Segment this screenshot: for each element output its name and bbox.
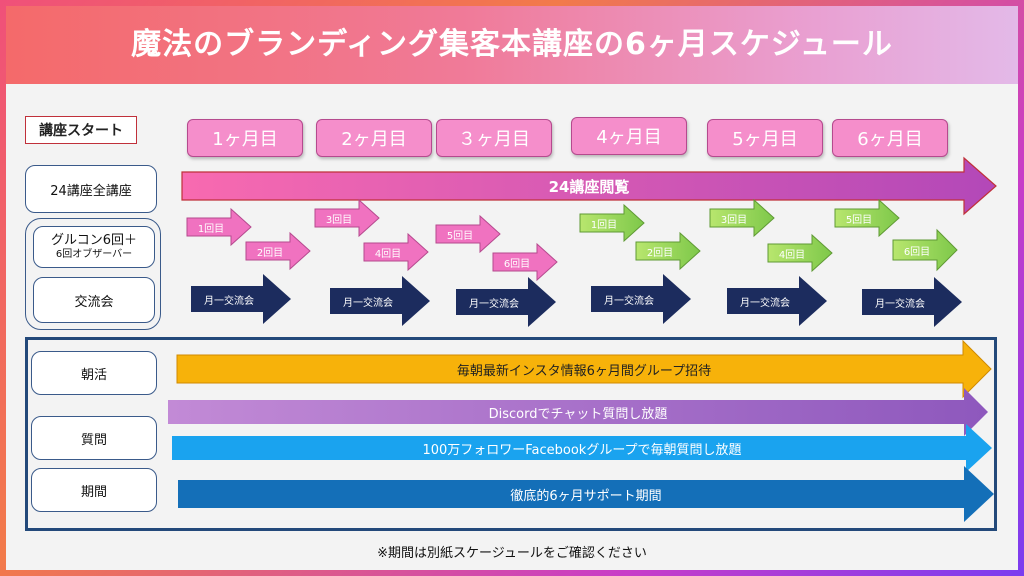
exchange-label: 月一交流会 — [343, 297, 393, 309]
exchange-label: 月一交流会 — [604, 295, 654, 307]
session-arrow-4: 4回目 — [363, 232, 429, 272]
session-label: 4回目 — [374, 248, 402, 260]
lectures-arrow-label: 24講座閲覧 — [548, 177, 630, 196]
session-arrow-10: 4回目 — [767, 233, 833, 273]
discord-arrow: Discordでチャット質問し放題 — [168, 388, 988, 436]
morning-arrow-label: 毎朝最新インスタ情報6ヶ月間グループ招待 — [456, 363, 712, 379]
session-arrow-6: 6回目 — [492, 242, 558, 282]
month-6: 6ヶ月目 — [832, 119, 948, 157]
month-5: 5ヶ月目 — [707, 119, 823, 157]
session-arrow-8: 2回目 — [635, 231, 701, 271]
support-arrow-label: 徹底的6ヶ月サポート期間 — [510, 488, 662, 504]
session-arrow-12: 6回目 — [892, 228, 958, 272]
exchange-arrow-2: 月一交流会 — [330, 276, 430, 326]
facebook-arrow-label: 100万フォロワーFacebookグループで毎朝質問し放題 — [422, 442, 742, 458]
month-3: ３ヶ月目 — [436, 119, 552, 157]
row-label-group-consultation: グルコン6回＋ 6回オブザーバー — [33, 226, 155, 268]
exchange-label: 月一交流会 — [875, 298, 925, 310]
session-arrow-1: 1回目 — [186, 207, 252, 247]
exchange-arrow-4: 月一交流会 — [591, 274, 691, 324]
exchange-arrow-5: 月一交流会 — [727, 276, 827, 326]
session-arrow-11: 5回目 — [834, 198, 900, 238]
row-label-all-lectures: 24講座全講座 — [25, 165, 157, 213]
row-label-period: 期間 — [31, 468, 157, 512]
month-1: 1ヶ月目 — [187, 119, 303, 157]
session-label: 5回目 — [845, 214, 873, 226]
session-label: 2回目 — [646, 247, 674, 259]
session-label: 6回目 — [903, 246, 931, 258]
footnote: ※期間は別紙スケージュールをご確認ください — [377, 546, 647, 561]
discord-arrow-label: Discordでチャット質問し放題 — [488, 406, 668, 422]
session-arrow-5: 5回目 — [435, 214, 501, 254]
row-label-morning: 朝活 — [31, 351, 157, 395]
session-label: 1回目 — [590, 219, 618, 231]
course-start-label: 講座スタート — [25, 116, 137, 144]
row-label-question: 質問 — [31, 416, 157, 460]
session-label: 3回目 — [720, 214, 748, 226]
morning-arrow: 毎朝最新インスタ情報6ヶ月間グループ招待 — [176, 339, 992, 399]
month-2: 2ヶ月目 — [316, 119, 432, 157]
session-label: 5回目 — [446, 230, 474, 242]
support-section-frame — [25, 337, 997, 531]
group-con-line1: グルコン6回＋ — [50, 232, 137, 248]
page-title: 魔法のブランディング集客本講座の6ヶ月スケジュール — [6, 6, 1018, 84]
exchange-arrow-6: 月一交流会 — [862, 277, 962, 327]
session-arrow-2: 2回目 — [245, 231, 311, 271]
exchange-label: 月一交流会 — [740, 297, 790, 309]
session-arrow-7: 1回目 — [579, 203, 645, 243]
session-arrow-3: 3回目 — [314, 198, 380, 238]
session-arrow-9: 3回目 — [709, 198, 775, 238]
exchange-arrow-3: 月一交流会 — [456, 277, 556, 327]
facebook-arrow: 100万フォロワーFacebookグループで毎朝質問し放題 — [172, 424, 992, 472]
support-period-arrow: 徹底的6ヶ月サポート期間 — [178, 466, 994, 522]
row-label-exchange: 交流会 — [33, 277, 155, 323]
lectures-arrow: 24講座閲覧 — [181, 156, 997, 216]
month-4: 4ヶ月目 — [571, 117, 687, 155]
session-label: 4回目 — [778, 249, 806, 261]
slide: 魔法のブランディング集客本講座の6ヶ月スケジュール 講座スタート 1ヶ月目 2ヶ… — [6, 6, 1018, 570]
exchange-label: 月一交流会 — [469, 298, 519, 310]
group-con-line2: 6回オブザーバー — [55, 248, 133, 260]
session-label: 1回目 — [197, 223, 225, 235]
exchange-arrow-1: 月一交流会 — [191, 274, 291, 324]
group-con-container — [25, 218, 161, 330]
session-label: 2回目 — [256, 247, 284, 259]
session-label: 3回目 — [325, 214, 353, 226]
session-label: 6回目 — [503, 258, 531, 270]
exchange-label: 月一交流会 — [204, 295, 254, 307]
